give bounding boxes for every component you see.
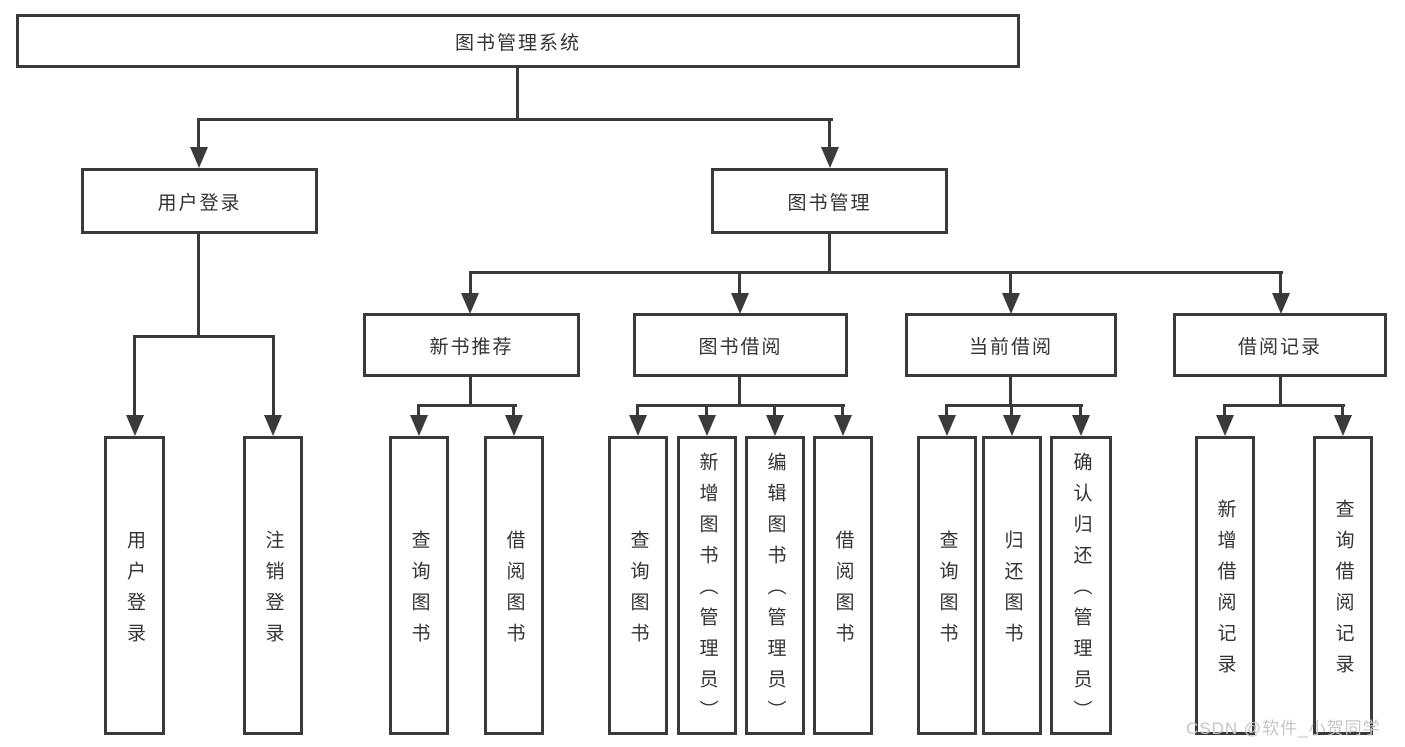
connector-drop [945,404,948,420]
leaf-label: 借阅图书 [503,529,525,654]
arrowhead-leaf [1334,415,1352,436]
arrowhead-leaf [1216,415,1234,436]
node-book-borrowing-label: 图书借阅 [698,336,783,358]
leaf-label: 注销登录 [262,529,284,654]
connector-bookmgmt-hline [469,271,1283,274]
leaf-label: 确认归还（管理员） [1070,452,1092,731]
arrowhead-leaf [698,415,716,436]
connector-borrowing-stem [738,375,741,406]
arrowhead-leaf [938,415,956,436]
leaf-label: 借阅图书 [832,529,854,654]
leaf-label: 查询借阅记录 [1332,498,1354,685]
leaf-query-books-1: 查询图书 [389,436,449,735]
node-borrowing-records-label: 借阅记录 [1237,336,1322,358]
connector-drop [417,404,420,420]
leaf-add-borrow-record: 新增借阅记录 [1195,436,1255,735]
node-root: 图书管理系统 [16,14,1020,68]
arrowhead-book-borrowing [731,293,749,314]
csdn-watermark: CSDN @软件_小贺同学 [1186,719,1381,738]
node-root-label: 图书管理系统 [454,32,581,54]
connector-drop [705,404,708,420]
connector-drop [841,404,844,420]
leaf-query-books-3: 查询图书 [917,436,977,735]
connector-newbook-stem [469,375,472,406]
connector-drop [1341,404,1344,420]
connector-drop-borrowing-records [1279,271,1282,297]
arrowhead-leaf [505,415,523,436]
arrowhead-leaf [629,415,647,436]
leaf-query-books-2: 查询图书 [608,436,668,735]
arrowhead-leaf [834,415,852,436]
leaf-logout: 注销登录 [243,436,303,735]
arrowhead-user-login [190,147,208,168]
connector-newbook-hline [417,404,517,407]
node-new-book-recommend-label: 新书推荐 [429,336,514,358]
connector-records-stem [1279,375,1282,406]
connector-records-hline [1223,404,1345,407]
connector-drop [512,404,515,420]
connector-current-hline [945,404,1083,407]
leaf-label: 查询图书 [627,529,649,654]
connector-drop-leaf-logout [272,335,275,417]
node-new-book-recommend: 新书推荐 [363,313,580,377]
arrowhead-leaf-logout [264,415,282,436]
leaf-add-books-admin: 新增图书（管理员） [677,436,737,735]
connector-drop-current-borrowing [1009,271,1012,297]
leaf-borrow-books-2: 借阅图书 [813,436,873,735]
connector-root-stem [516,67,519,120]
arrowhead-new-book [461,293,479,314]
connector-drop [1223,404,1226,420]
leaf-label: 编辑图书（管理员） [764,452,786,731]
leaf-confirm-return-admin: 确认归还（管理员） [1050,436,1112,735]
connector-drop-user-login [197,118,200,150]
leaf-label: 归还图书 [1001,529,1023,654]
arrowhead-current-borrowing [1002,293,1020,314]
node-borrowing-records: 借阅记录 [1173,313,1387,377]
connector-drop-book-management [828,118,831,150]
connector-drop-new-book [469,271,472,297]
arrowhead-leaf [410,415,428,436]
arrowhead-book-management [821,147,839,168]
connector-drop [1010,404,1013,420]
connector-drop-leaf-login [133,335,136,417]
connector-borrowing-hline [636,404,845,407]
connector-drop [636,404,639,420]
leaf-return-books: 归还图书 [982,436,1042,735]
connector-bookmgmt-stem [828,233,831,274]
leaf-label: 查询图书 [936,529,958,654]
arrowhead-leaf [1003,415,1021,436]
arrowhead-borrowing-records [1272,293,1290,314]
leaf-edit-books-admin: 编辑图书（管理员） [745,436,805,735]
node-user-login: 用户登录 [81,168,318,234]
node-user-login-label: 用户登录 [157,192,242,214]
leaf-label: 新增借阅记录 [1214,498,1236,685]
arrowhead-leaf [1072,415,1090,436]
leaf-label: 用户登录 [124,529,145,654]
node-book-borrowing: 图书借阅 [633,313,848,377]
arrowhead-leaf-login [126,415,144,436]
connector-drop-book-borrowing [738,271,741,297]
node-book-management-label: 图书管理 [787,192,872,214]
node-current-borrowing: 当前借阅 [905,313,1117,377]
leaf-borrow-books-1: 借阅图书 [484,436,544,735]
leaf-label: 新增图书（管理员） [696,452,718,731]
connector-drop [1079,404,1082,420]
leaf-user-login: 用户登录 [104,436,165,735]
connector-userlogin-hline [133,335,275,338]
connector-current-stem [1009,375,1012,406]
node-book-management: 图书管理 [711,168,948,234]
connector-drop [773,404,776,420]
connector-userlogin-stem [197,233,200,338]
leaf-label: 查询图书 [408,529,430,654]
connector-root-hline [197,118,833,121]
arrowhead-leaf [766,415,784,436]
leaf-query-borrow-record: 查询借阅记录 [1313,436,1373,735]
node-current-borrowing-label: 当前借阅 [968,336,1053,358]
